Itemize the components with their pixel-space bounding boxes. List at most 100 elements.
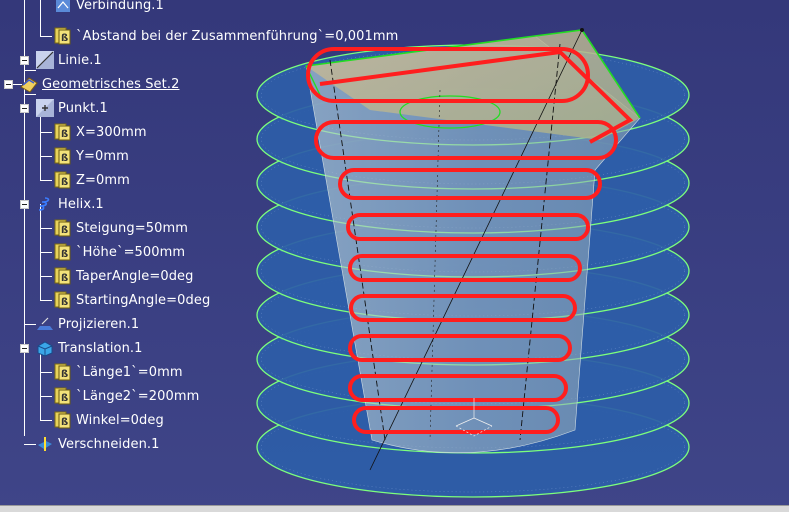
helix-turn[interactable]	[352, 406, 560, 434]
disc-hatch	[261, 137, 685, 229]
helix-top-segment[interactable]	[319, 49, 634, 144]
svg-text:ß: ß	[61, 393, 68, 404]
tree-collapse-toggle[interactable]	[20, 344, 29, 353]
line-icon	[36, 51, 54, 69]
tree-connector-line	[40, 276, 52, 277]
svg-text:ß: ß	[61, 417, 68, 428]
tree-connector-line	[24, 324, 36, 325]
tree-node-label: Y=0mm	[76, 148, 129, 164]
parameter-icon: ß	[54, 363, 72, 381]
tree-collapse-toggle[interactable]	[20, 104, 29, 113]
helix-turn[interactable]	[348, 374, 568, 402]
tree-connector-line	[40, 180, 52, 181]
geometrical-set-icon	[20, 75, 38, 93]
tree-connector-line	[40, 228, 52, 229]
tree-node-label: Linie.1	[58, 52, 102, 68]
disc-hatch	[261, 93, 685, 185]
tree-connector-line	[40, 108, 41, 180]
svg-text:ß: ß	[61, 129, 68, 140]
tree-node[interactable]: ß `Länge2`=200mm	[54, 386, 199, 406]
tree-connector-line	[40, 252, 52, 253]
tree-node[interactable]: ß `Höhe`=500mm	[54, 242, 185, 262]
tree-connector-line	[4, 84, 22, 85]
projection-icon	[36, 315, 54, 333]
disc-hatch	[261, 401, 685, 493]
tree-node-label: `Länge1`=0mm	[76, 364, 183, 380]
tree-node[interactable]: Translation.1	[36, 338, 143, 358]
tree-node-label: Geometrisches Set.2	[42, 76, 180, 92]
intersection-icon	[36, 435, 54, 453]
tree-node-label: Z=0mm	[76, 172, 130, 188]
point-icon	[36, 99, 54, 117]
tree-node-label: Steigung=50mm	[76, 220, 189, 236]
tree-node-label: `Länge2`=200mm	[76, 388, 200, 404]
tree-node[interactable]: Punkt.1	[36, 98, 108, 118]
tree-node[interactable]: Geometrisches Set.2	[20, 74, 179, 94]
tree-connector-line	[24, 444, 36, 445]
tree-connector-line	[40, 372, 52, 373]
tree-node-label: Projizieren.1	[58, 316, 140, 332]
tree-node-label: Translation.1	[58, 340, 143, 356]
tree-node[interactable]: ß `Länge1`=0mm	[54, 362, 183, 382]
parameter-icon: ß	[54, 219, 72, 237]
parameter-icon: ß	[54, 291, 72, 309]
tree-node-label: Winkel=0deg	[76, 412, 164, 428]
tree-node[interactable]: ß Steigung=50mm	[54, 218, 188, 238]
tree-node[interactable]: Projizieren.1	[36, 314, 139, 334]
disc-hatch	[261, 181, 685, 273]
tree-node[interactable]: Verbindung.1	[54, 0, 164, 15]
tree-collapse-toggle[interactable]	[20, 56, 29, 65]
tree-node[interactable]: Verschneiden.1	[36, 434, 160, 454]
tree-node-label: `Höhe`=500mm	[76, 244, 186, 260]
tapered-surface	[305, 29, 641, 471]
parameter-icon: ß	[54, 27, 72, 45]
helix-turn[interactable]	[338, 168, 602, 200]
helix-curve	[306, 47, 634, 434]
tree-connector-line	[40, 300, 52, 301]
tree-node-label: Punkt.1	[58, 100, 108, 116]
tree-connector-line	[40, 348, 41, 420]
svg-text:ß: ß	[61, 297, 68, 308]
svg-text:ß: ß	[61, 177, 68, 188]
parameter-icon: ß	[54, 387, 72, 405]
tree-node[interactable]: ß Winkel=0deg	[54, 410, 164, 430]
tree-node[interactable]: ß X=300mm	[54, 122, 147, 142]
helix-turn[interactable]	[348, 334, 572, 362]
tree-node-label: StartingAngle=0deg	[76, 292, 211, 308]
svg-text:ß: ß	[61, 369, 68, 380]
tree-connector-line	[24, 84, 25, 436]
tree-node-label: X=300mm	[76, 124, 147, 140]
svg-text:ß: ß	[61, 249, 68, 260]
tree-node[interactable]: ß`Abstand bei der Zusammenführung`=0,001…	[54, 26, 398, 46]
tree-node[interactable]: Linie.1	[36, 50, 102, 70]
parameter-icon: ß	[54, 171, 72, 189]
axis-system-icon	[455, 398, 493, 437]
tree-collapse-toggle[interactable]	[20, 200, 29, 209]
helix-turn[interactable]	[314, 120, 618, 160]
tree-collapse-toggle[interactable]	[4, 80, 13, 89]
helix-turn[interactable]	[348, 254, 582, 282]
tree-node[interactable]: ß Z=0mm	[54, 170, 130, 190]
helix-turn[interactable]	[346, 213, 590, 241]
tree-connector-line	[24, 94, 36, 95]
svg-text:ß: ß	[61, 225, 68, 236]
tree-connector-line	[24, 70, 36, 71]
parameter-icon: ß	[54, 147, 72, 165]
tree-node[interactable]: ß StartingAngle=0deg	[54, 290, 210, 310]
helix-turn[interactable]	[349, 294, 577, 322]
window-bottom-border	[0, 505, 789, 512]
tree-node[interactable]: Helix.1	[36, 194, 104, 214]
helix-turn[interactable]	[306, 47, 590, 103]
tree-node-label: Helix.1	[58, 196, 104, 212]
tree-connector-line	[40, 0, 41, 36]
tree-connector-line	[40, 396, 52, 397]
tree-connector-line	[40, 156, 52, 157]
parameter-icon: ß	[54, 267, 72, 285]
helix-icon	[36, 195, 54, 213]
tree-node-label: Verschneiden.1	[58, 436, 160, 452]
tree-connector-line	[24, 0, 25, 84]
